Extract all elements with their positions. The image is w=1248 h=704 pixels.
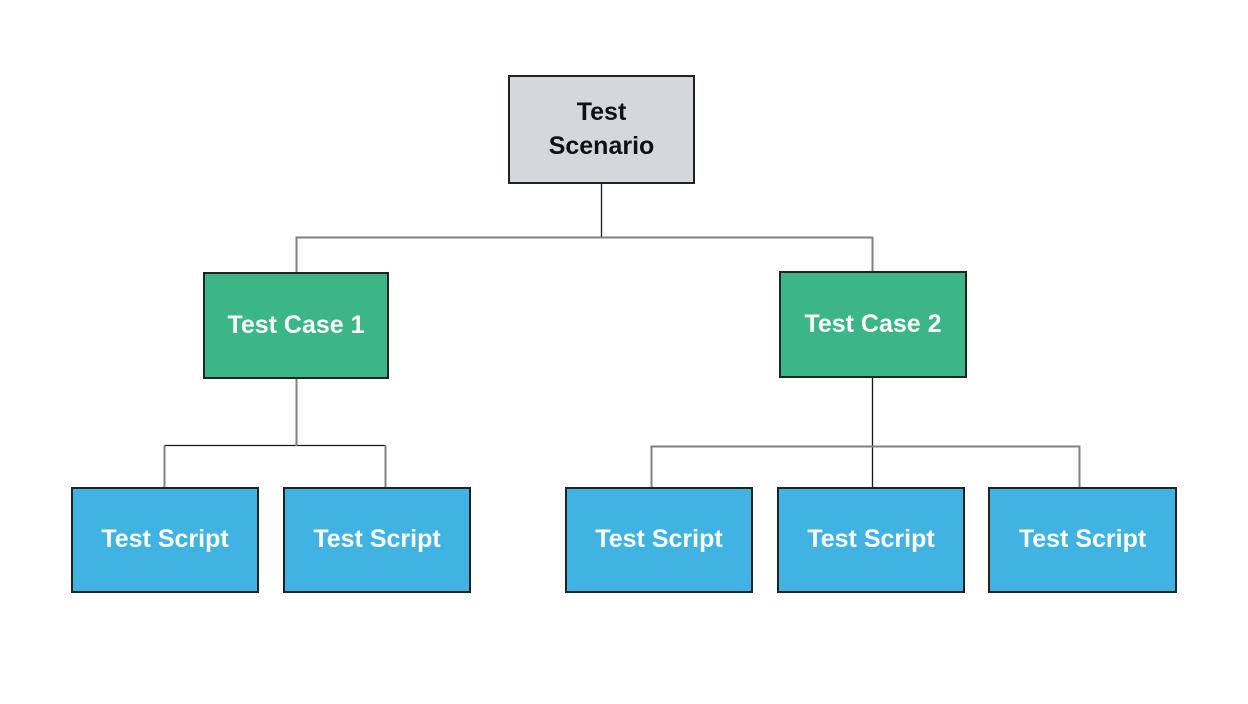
- node-test-script-2-label: Test Script: [313, 525, 441, 554]
- node-test-script-5-label: Test Script: [1018, 525, 1147, 554]
- node-test-script-4-label: Test Script: [807, 525, 935, 554]
- node-test-script-2: Test Script: [283, 487, 471, 593]
- node-test-script-5: Test Script: [988, 487, 1177, 593]
- node-test-case-2: Test Case 2: [779, 271, 967, 378]
- node-test-script-3: Test Script: [565, 487, 753, 593]
- node-test-case-1: Test Case 1: [203, 272, 389, 379]
- node-test-scenario-label: Test Scenario: [548, 97, 655, 160]
- node-test-script-3-label: Test Script: [595, 525, 723, 554]
- node-test-script-1: Test Script: [71, 487, 259, 593]
- node-test-script-1-label: Test Script: [101, 525, 229, 554]
- node-test-script-4: Test Script: [777, 487, 965, 593]
- node-test-case-1-label: Test Case 1: [227, 310, 365, 339]
- node-test-scenario: Test Scenario: [508, 75, 695, 184]
- node-test-case-2-label: Test Case 2: [804, 309, 942, 338]
